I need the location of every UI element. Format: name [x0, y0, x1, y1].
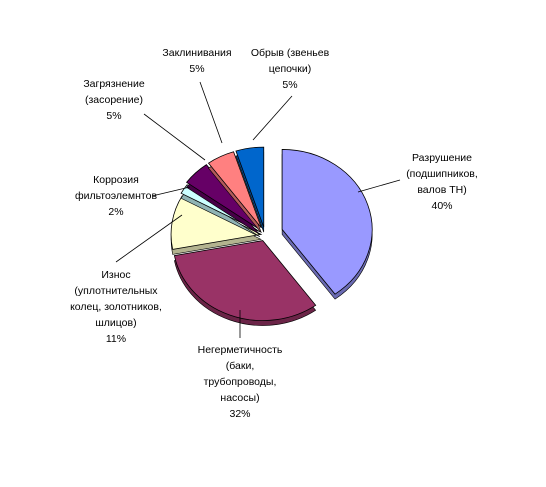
slice-value-label: 5%	[106, 110, 121, 122]
slice-value-label: 11%	[106, 333, 126, 345]
slice-label-line: Обрыв (звеньев	[251, 47, 330, 59]
slice-label-line: шлицов)	[95, 317, 136, 329]
slice-label-line: Негерметичность	[198, 344, 283, 356]
slice-label-line: насосы)	[220, 392, 259, 404]
slice-label-line: фильтоэлемнтов	[75, 190, 157, 202]
pie-slices	[170, 146, 373, 326]
slice-label-line: Загрязнение	[83, 78, 145, 90]
slice-label-line: колец, золотников,	[70, 301, 162, 313]
slice-label-line: (засорение)	[85, 94, 143, 106]
pie-slice-5	[185, 164, 260, 230]
slice-label-line: (баки,	[226, 360, 255, 372]
slice-label-7: Обрыв (звеньев цепочки) 5%	[251, 47, 330, 91]
leader-line-7	[252, 95, 293, 141]
slice-label-2: Негерметичность (баки, трубопроводы, насосы…	[198, 344, 283, 420]
slice-label-3: Износ (уплотнительных колец, золотников, шл…	[70, 269, 162, 345]
slice-label-line: (подшипников,	[406, 168, 478, 180]
slice-label-line: Заклинивания	[162, 47, 231, 59]
slice-label-line: валов ТН)	[417, 184, 466, 196]
slice-label-line: Коррозия	[93, 174, 139, 186]
slice-labels: Разрушение (подшипников, валов ТН) 40% Негер…	[70, 47, 478, 420]
slice-value-label: 5%	[189, 63, 204, 75]
leader-line-1	[357, 179, 401, 193]
slice-label-line: Износ	[101, 269, 130, 281]
pie-slice-7	[235, 146, 265, 228]
pie-slice-2	[173, 240, 317, 321]
slice-value-label: 5%	[282, 79, 297, 91]
slice-label-1: Разрушение (подшипников, валов ТН) 40%	[406, 152, 478, 212]
slice-label-line: цепочки)	[269, 63, 311, 75]
slice-label-line: (уплотнительных	[74, 285, 158, 297]
slice-label-4: Коррозия фильтоэлемнтов 2%	[75, 174, 157, 218]
pie-slice-6	[207, 151, 262, 229]
slice-label-line: трубопроводы,	[204, 376, 277, 388]
pie-slice-1	[281, 149, 373, 295]
leader-line-6	[199, 81, 223, 144]
slice-value-label: 40%	[431, 200, 452, 212]
slice-value-label: 2%	[108, 206, 123, 218]
leader-lines	[115, 81, 401, 338]
slice-label-6: Заклинивания 5%	[162, 47, 231, 75]
leader-line-5	[143, 113, 206, 161]
slice-label-line: Разрушение	[412, 152, 472, 164]
slice-label-5: Загрязнение (засорение) 5%	[83, 78, 145, 122]
leader-line-3	[115, 214, 183, 263]
leader-line-4	[151, 186, 191, 197]
slice-value-label: 32%	[229, 408, 250, 420]
